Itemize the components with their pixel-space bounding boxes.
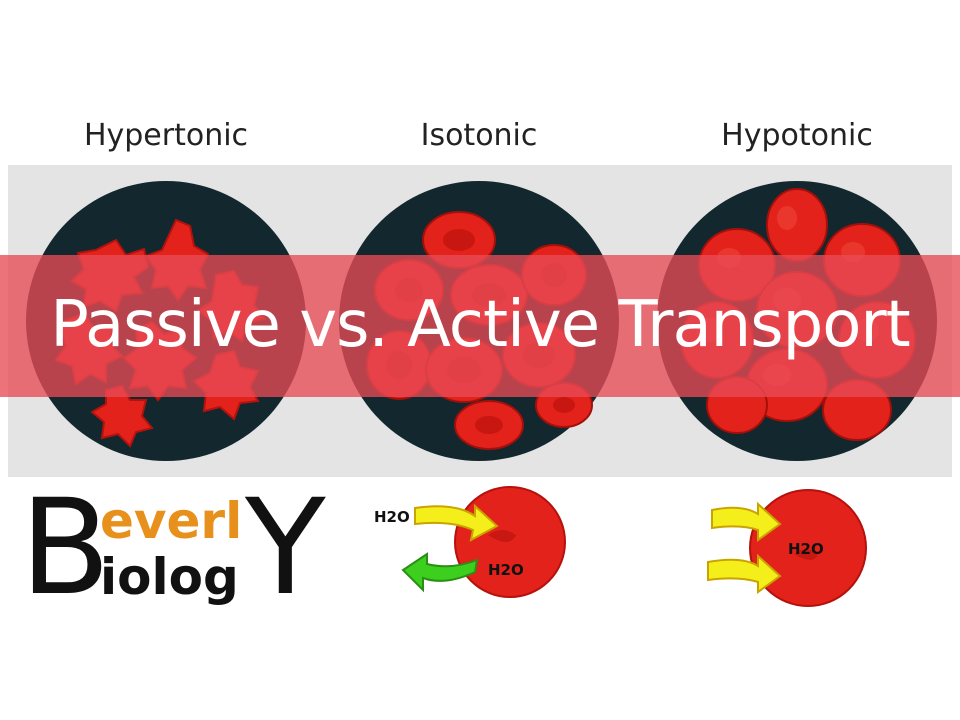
- hypotonic-title: Hypotonic: [721, 118, 873, 153]
- title-banner: [0, 255, 960, 397]
- water-in-arrow: [414, 503, 499, 542]
- logo-top-word: everl: [100, 492, 243, 550]
- logo-bottom-word: iolog: [100, 548, 239, 606]
- hypotonic-water-diagram: H2O: [707, 489, 867, 607]
- logo-letter-b: B: [20, 471, 111, 625]
- isotonic-title: Isotonic: [420, 118, 538, 153]
- cell-dimple: [794, 549, 818, 560]
- isotonic-water-diagram: H2O H2O: [374, 486, 566, 598]
- cell-dimple: [488, 530, 516, 542]
- water-out-label: H2O: [488, 561, 524, 579]
- logo-letter-y: Y: [245, 471, 326, 625]
- water-inside-label: H2O: [788, 540, 824, 558]
- hypertonic-title: Hypertonic: [83, 118, 249, 153]
- water-in-arrow-top: [711, 501, 782, 542]
- water-in-label: H2O: [374, 508, 410, 526]
- banner-title: Passive vs. Active Transport: [50, 288, 911, 362]
- water-out-arrow: [401, 552, 479, 593]
- beverly-biology-logo: B everl iolog Y: [20, 482, 340, 638]
- water-in-arrow-bottom: [707, 553, 782, 594]
